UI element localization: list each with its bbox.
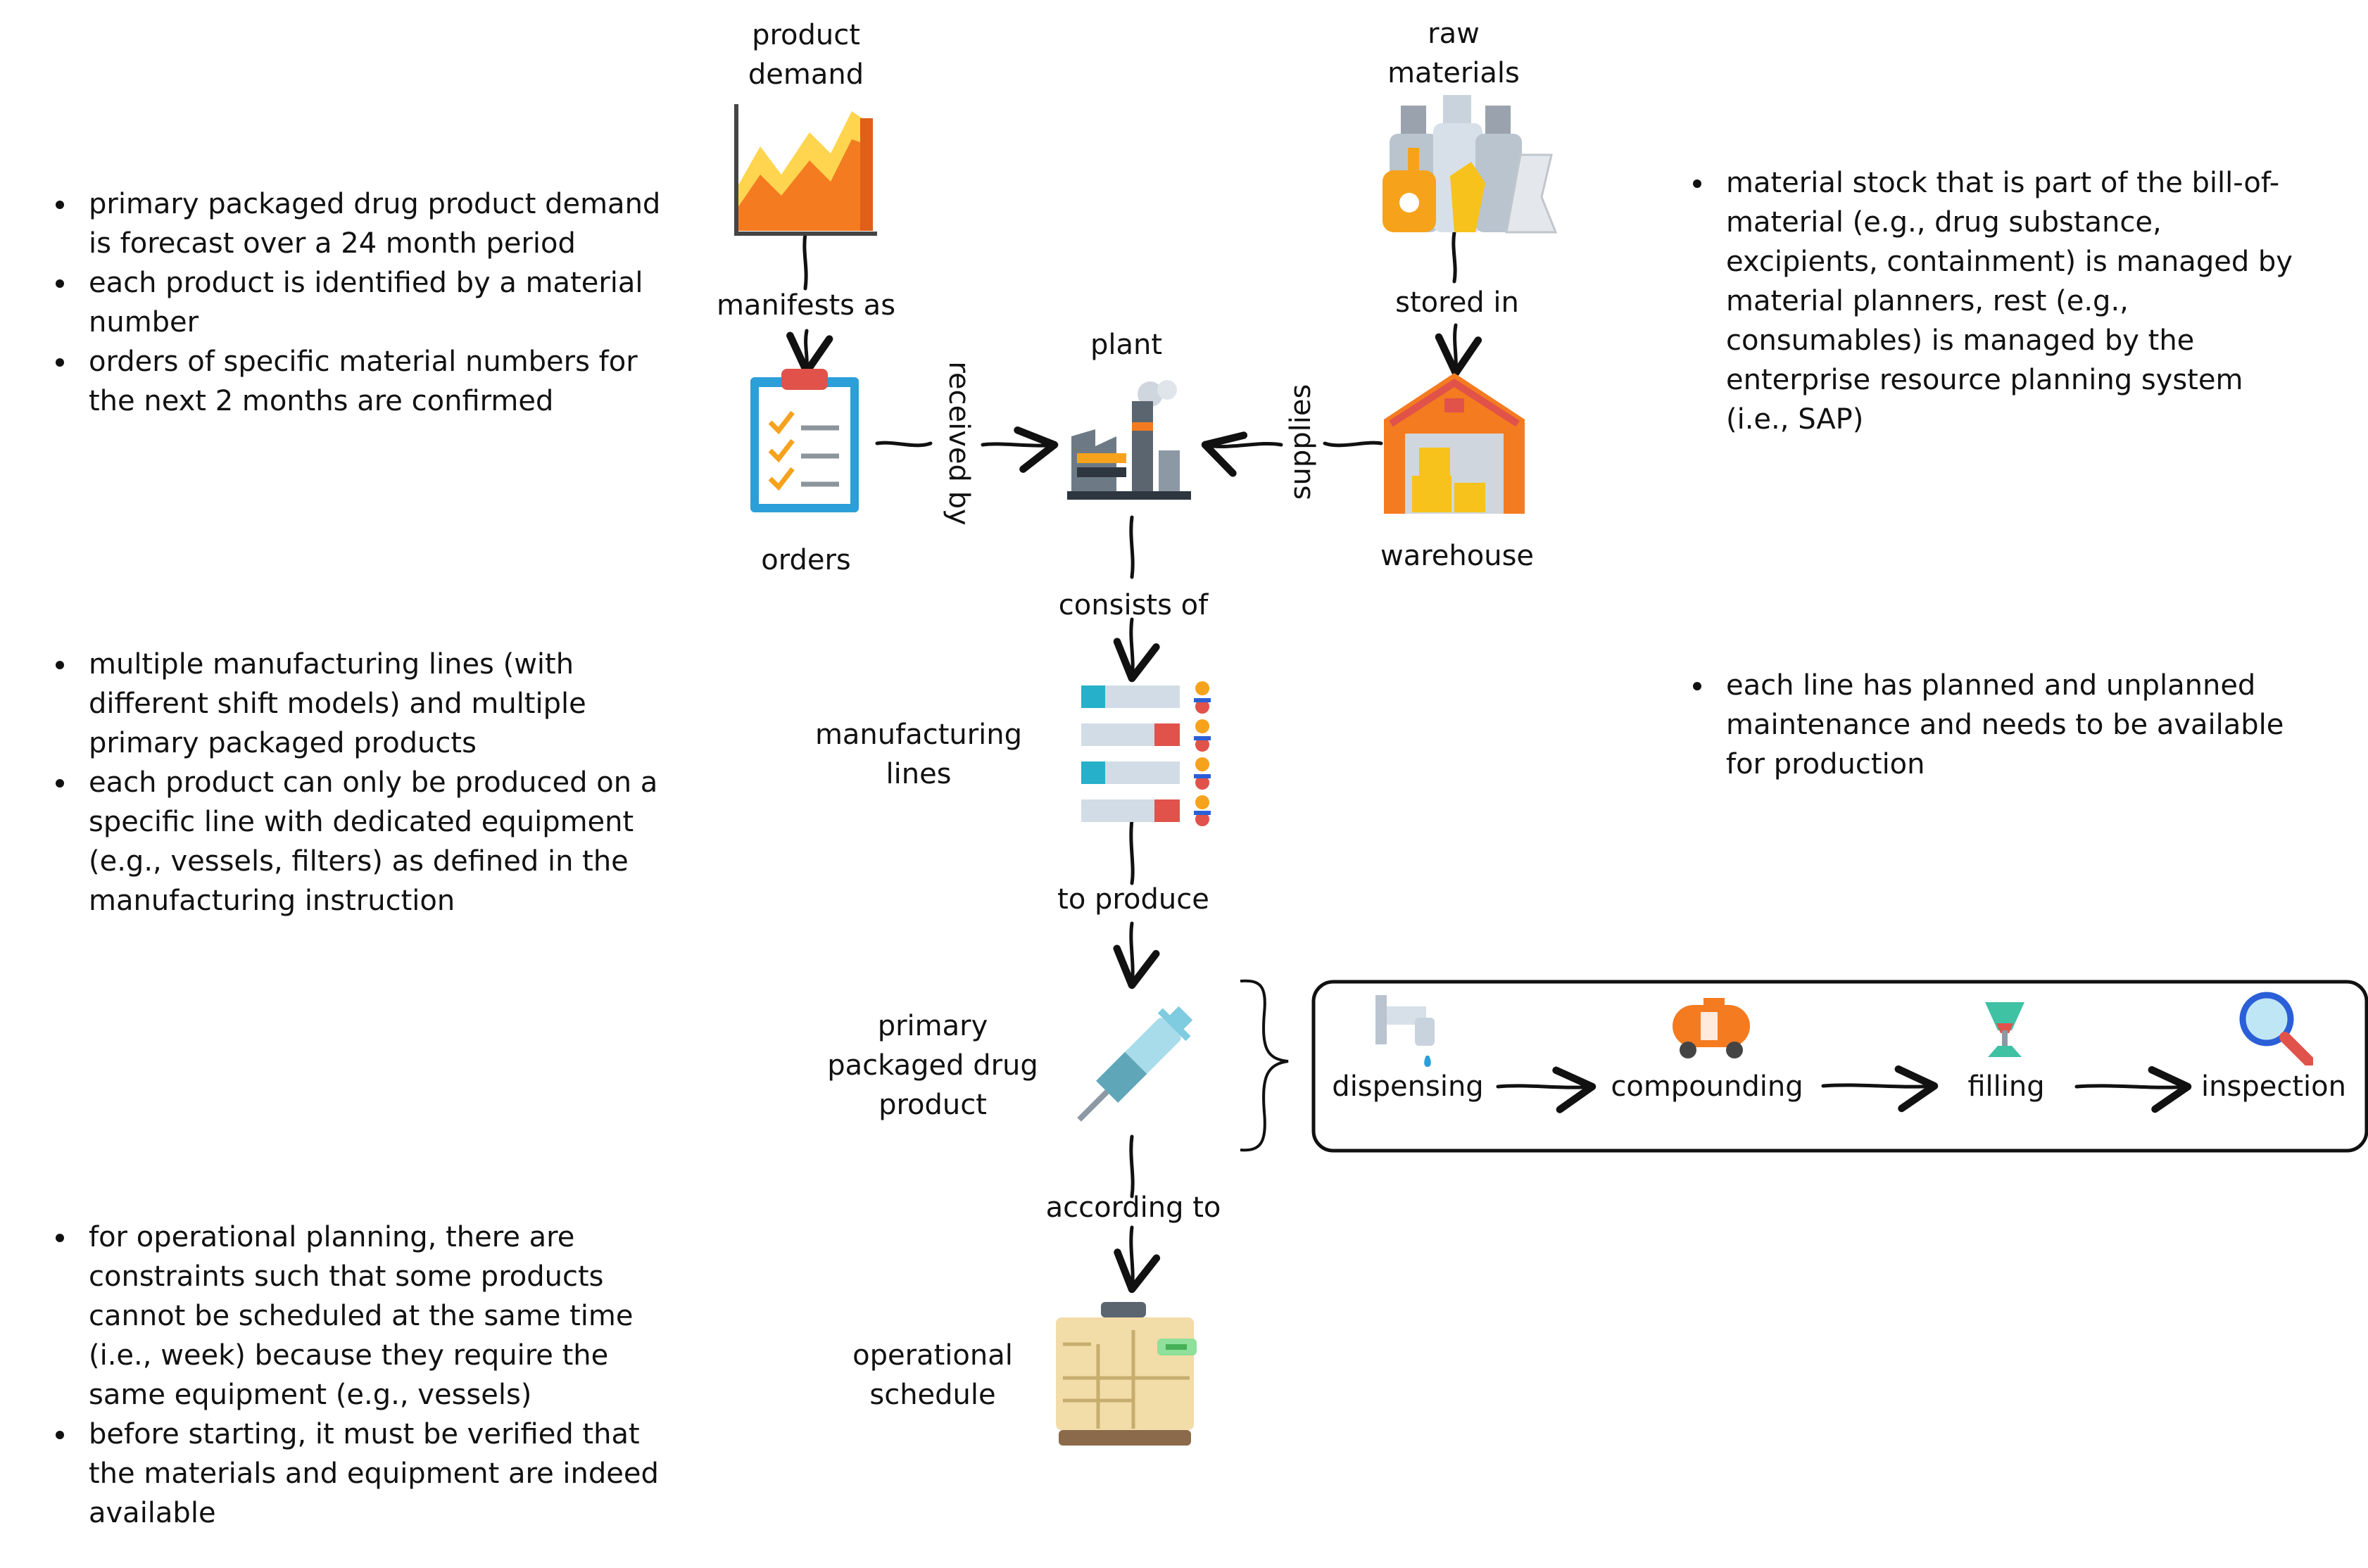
node-label-line: lines [886,758,952,790]
edge-label-consists-of: consists of [1058,589,1209,621]
node-label-line: product [878,1089,987,1121]
node-orders: orders [761,544,851,576]
note-item: for operational planning, there areconst… [77,1218,711,1415]
edge-label-supplies: supplies [1285,384,1317,500]
note-item: orders of specific material numbers fort… [77,342,711,421]
edge-label-received-by: received by [943,361,975,526]
node-label-line: materials [1387,57,1520,89]
faucet-icon [1375,995,1435,1067]
edge-consists-of-bottom [1113,617,1160,683]
note-item: multiple manufacturing lines (withdiffer… [77,645,711,763]
schedule-board-icon [1056,1302,1197,1446]
edge-label-stored-in: stored in [1395,286,1519,319]
syringe-icon [1077,1006,1193,1122]
edge-stored-in-top [1451,230,1457,284]
edge-label-according-to: according to [1045,1191,1221,1224]
node-label-line: schedule [869,1379,996,1411]
gantt-lines-icon [1081,681,1211,826]
process-step-dispensing: dispensing [1332,1070,1484,1103]
node-raw-materials: raw materials [1383,14,1524,93]
node-label-line: primary [877,1010,988,1042]
process-box [1311,980,2368,1153]
edge-to-produce-bottom [1113,921,1160,990]
node-warehouse: warehouse [1380,540,1535,572]
node-label-line: demand [748,58,864,91]
note-item: material stock that is part of the bill-… [1715,163,2368,439]
node-operational-schedule: operational schedule [817,1336,1049,1415]
note-item: each product is identified by a material… [77,263,711,342]
node-plant: plant [1090,329,1163,361]
node-label-line: operational [852,1339,1013,1372]
edge-received-by-left [875,441,933,448]
edge-according-to-bottom [1114,1225,1161,1294]
note-planning: for operational planning, there areconst… [0,1218,711,1533]
tank-truck-icon [1673,998,1750,1058]
edge-supplies-right [1323,441,1383,448]
note-item: before starting, it must be verified tha… [77,1415,711,1533]
process-step-compounding: compounding [1611,1070,1803,1103]
factory-icon [1067,380,1191,500]
node-label-line: product [752,19,860,51]
clipboard-checklist-icon [750,369,859,512]
edge-supplies-left [1201,431,1283,477]
note-lines: multiple manufacturing lines (withdiffer… [0,645,711,921]
node-manufacturing-lines: manufacturing lines [802,715,1035,794]
note-item: each line has planned and unplannedmaint… [1715,666,2368,784]
node-label-line: manufacturing [814,719,1023,751]
note-item: each product can only be produced on asp… [77,763,711,921]
node-primary-packaged-drug-product: primary packaged drug product [817,1006,1049,1125]
edge-label-manifests-as: manifests as [716,289,896,322]
edge-manifests-as-top [802,232,808,291]
magnifier-icon [2239,992,2313,1066]
edge-manifests-as-bottom [786,329,833,376]
process-arrow-3 [2074,1066,2192,1113]
bottles-icon [1383,95,1558,234]
process-arrow-2 [1821,1065,1939,1113]
note-material: material stock that is part of the bill-… [1637,163,2368,439]
process-brace [1240,979,1289,1152]
node-label-line: raw [1428,18,1480,50]
warehouse-icon [1384,373,1525,514]
edge-according-to-top [1129,1134,1135,1199]
node-product-demand: product demand [736,15,876,94]
edge-received-by-right [981,426,1059,473]
node-label-line: packaged drug [827,1049,1038,1082]
process-step-filling: filling [1967,1070,2045,1103]
edge-label-to-produce: to produce [1057,883,1209,916]
process-arrow-1 [1496,1066,1596,1113]
area-chart-icon [734,104,877,236]
process-step-inspection: inspection [2201,1070,2346,1103]
edge-stored-in-bottom [1435,323,1482,377]
edge-to-produce-top [1129,818,1135,885]
edge-consists-of-top [1129,515,1135,579]
note-maintenance: each line has planned and unplannedmaint… [1637,666,2368,784]
funnel-cup-icon [1985,1002,2024,1057]
